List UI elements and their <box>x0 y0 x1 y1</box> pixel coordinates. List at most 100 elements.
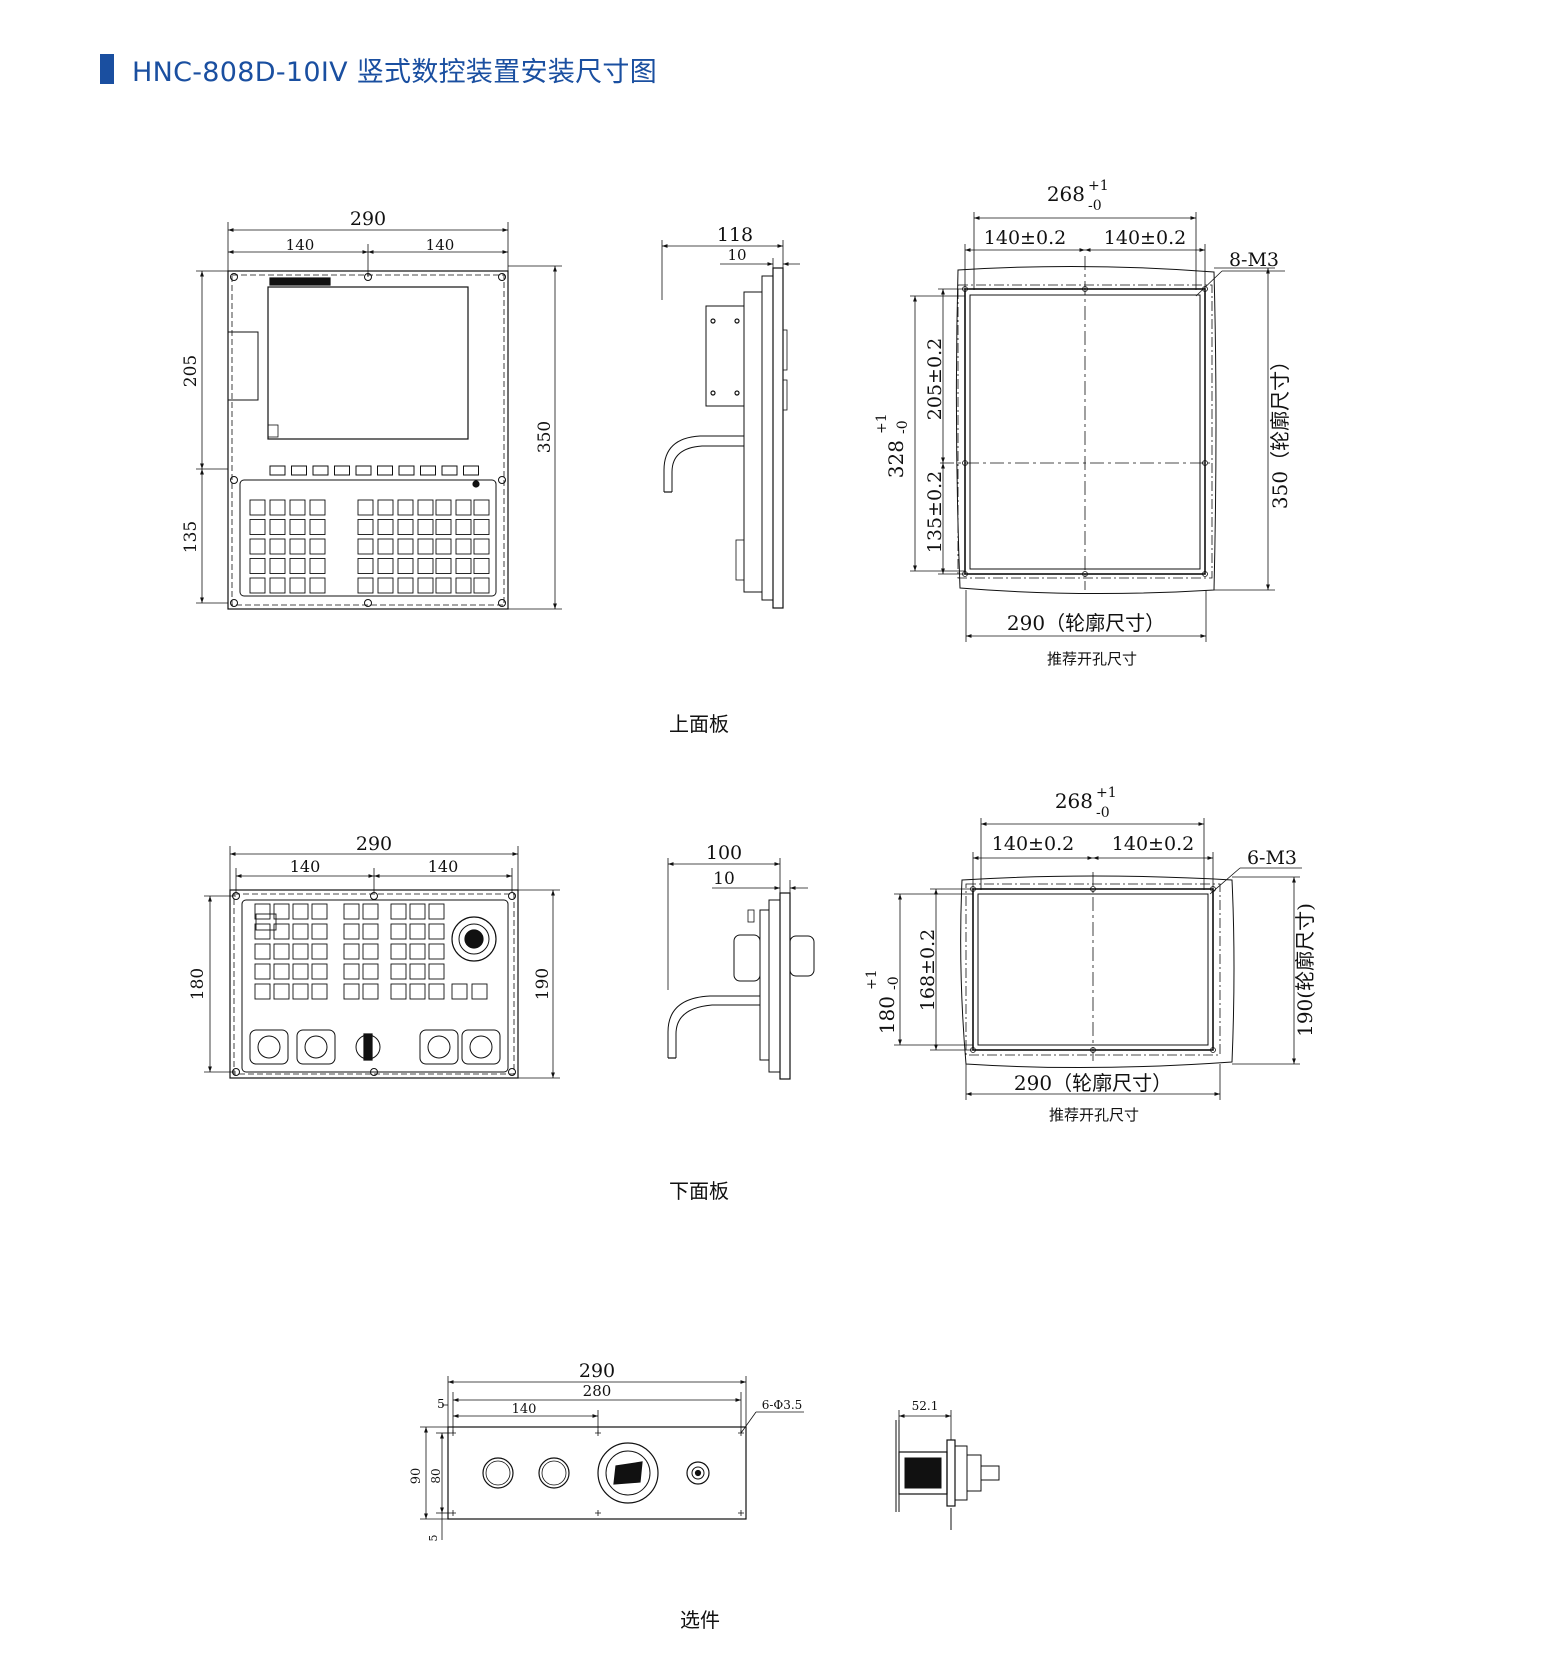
dim-label: 140±0.2 <box>1104 227 1186 249</box>
keypad-key <box>254 903 271 920</box>
page-header: HNC-808D-10IV 竖式数控装置安装尺寸图 <box>100 52 657 88</box>
keypad-key <box>273 903 290 920</box>
title-accent-bar <box>100 54 114 84</box>
dim-label: 100 <box>706 842 742 864</box>
dim-label: 290（轮廓尺寸） <box>1007 611 1165 635</box>
keypad-key <box>390 983 407 1000</box>
dim-label: 290（轮廓尺寸） <box>1014 1071 1172 1095</box>
keypad-key <box>409 923 426 940</box>
keypad-key <box>417 558 434 574</box>
keypad-key <box>473 538 490 555</box>
dim-label: 190 <box>533 968 553 1000</box>
keypad-key <box>269 558 286 574</box>
keypad-key <box>289 558 306 574</box>
keypad-key <box>311 903 328 920</box>
upper-side-dims <box>661 240 800 300</box>
keypad-key <box>254 923 271 940</box>
keypad-key <box>273 943 290 960</box>
dim-label: 140±0.2 <box>1112 833 1194 855</box>
caption-lower-panel: 下面板 <box>669 1179 729 1203</box>
lower-front-view <box>229 889 519 1079</box>
option-side-view <box>895 1420 1000 1530</box>
keypad-key <box>390 923 407 940</box>
keypad-key <box>311 943 328 960</box>
upper-cutout-dims <box>910 212 1285 642</box>
keypad-key <box>428 923 445 940</box>
upper-side-view <box>663 267 788 609</box>
cutout-note: 推荐开孔尺寸 <box>1049 1106 1139 1124</box>
caption-option: 选件 <box>680 1608 720 1632</box>
cutout-note: 推荐开孔尺寸 <box>1047 650 1137 668</box>
keypad-key <box>292 963 309 980</box>
keypad-key <box>417 519 434 535</box>
keypad-key <box>289 499 306 516</box>
softkey <box>441 465 458 476</box>
keypad-key <box>249 577 266 594</box>
dim-tol-plus: +1 <box>874 413 890 434</box>
keypad-key <box>390 963 407 980</box>
keypad-key <box>377 499 394 516</box>
keypad-key <box>357 538 374 555</box>
keypad-key <box>254 983 271 1000</box>
keypad-key <box>362 943 379 960</box>
softkey <box>463 465 479 476</box>
keypad-key <box>309 519 326 535</box>
dim-tol-minus: -0 <box>886 976 902 990</box>
dim-label: 80 <box>429 1468 443 1483</box>
holes-label: 6-M3 <box>1247 847 1297 869</box>
keypad-key <box>409 943 426 960</box>
dim-label: 118 <box>717 224 753 246</box>
dim-label: 10 <box>727 246 746 264</box>
softkey <box>355 465 372 476</box>
keypad-key <box>249 538 266 555</box>
keypad-key <box>357 577 374 594</box>
dim-label: 140±0.2 <box>992 833 1074 855</box>
keypad-key <box>428 963 445 980</box>
keypad-key <box>292 943 309 960</box>
keypad-key <box>455 519 472 535</box>
keypad-key <box>451 983 468 1000</box>
dim-label: 168±0.2 <box>917 929 939 1011</box>
keypad-key <box>249 558 266 574</box>
holes-label: 6-Φ3.5 <box>762 1398 803 1412</box>
dim-label: 10 <box>713 869 735 889</box>
dim-label: 5 <box>427 1535 440 1542</box>
keypad-key <box>362 963 379 980</box>
keypad-key <box>397 519 414 535</box>
keypad-key <box>269 538 286 555</box>
keypad-key <box>357 499 374 516</box>
keypad-key <box>409 963 426 980</box>
keypad-key <box>455 538 472 555</box>
keypad-key <box>289 538 306 555</box>
keypad-key <box>397 558 414 574</box>
softkey <box>334 465 350 476</box>
dim-label: 180 <box>875 996 899 1034</box>
keypad-key <box>357 519 374 535</box>
softkey <box>377 465 393 476</box>
keypad-key <box>311 923 328 940</box>
dim-tol-minus: -0 <box>895 420 911 434</box>
keypad-key <box>309 538 326 555</box>
keypad-key <box>435 577 452 594</box>
keypad-key <box>455 577 472 594</box>
option-estop <box>597 1442 659 1504</box>
dim-label: 140 <box>286 236 315 254</box>
upper-cutout-view <box>940 256 1217 595</box>
dim-tol-minus: -0 <box>1096 805 1110 821</box>
holes-label: 8-M3 <box>1229 249 1279 271</box>
keypad-key <box>309 577 326 594</box>
keypad-key <box>435 558 452 574</box>
upper-front-view <box>227 270 509 610</box>
keypad-key <box>311 983 328 1000</box>
softkey <box>312 465 329 476</box>
dim-label: 90 <box>409 1468 424 1485</box>
brand-logo <box>269 277 331 286</box>
keypad-key <box>273 923 290 940</box>
keypad-key <box>343 963 360 980</box>
keypad-key <box>428 983 445 1000</box>
keypad-key <box>273 963 290 980</box>
keypad-key <box>289 577 306 594</box>
keypad-key <box>377 577 394 594</box>
lower-side-dims <box>667 858 808 990</box>
dim-tol-plus: +1 <box>1096 785 1117 801</box>
